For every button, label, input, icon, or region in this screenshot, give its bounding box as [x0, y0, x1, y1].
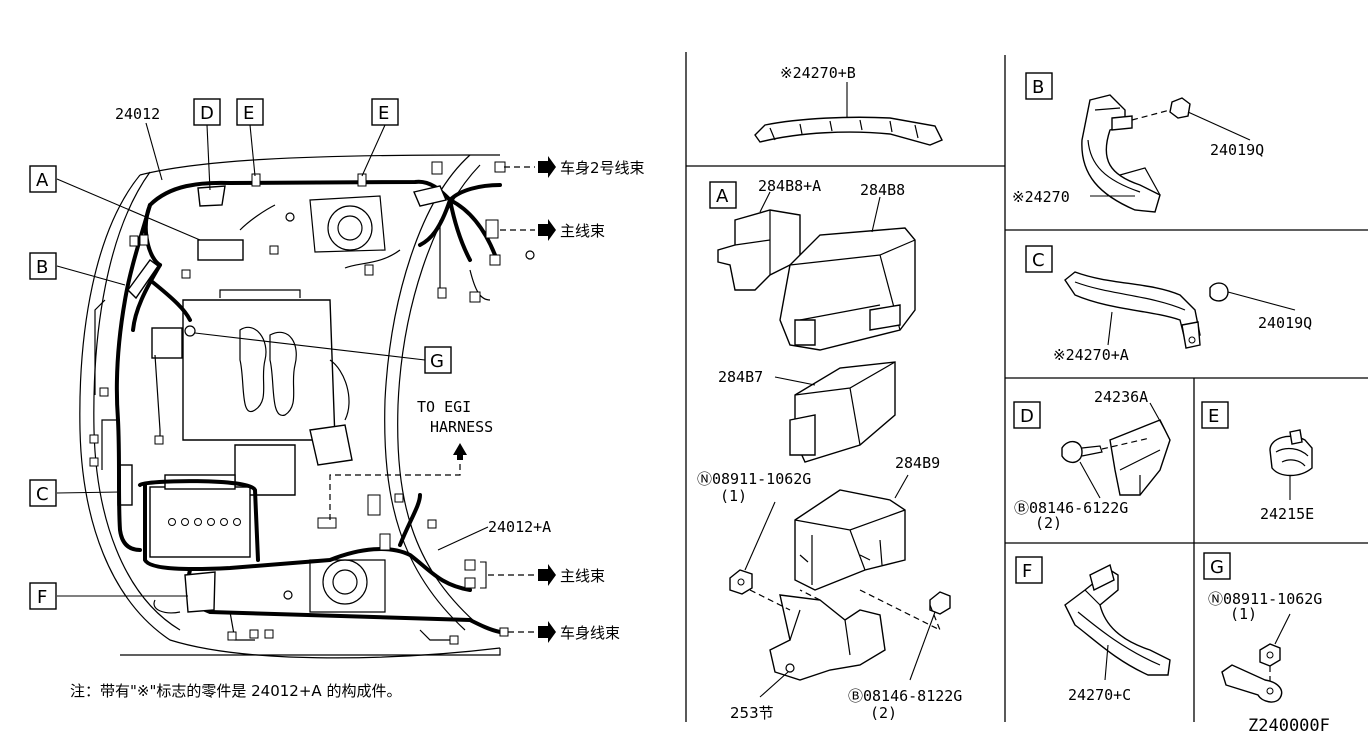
part-24270-label: ※24270 — [1012, 188, 1070, 206]
bolt-08146-8122g-label: Ⓑ08146-8122G — [848, 687, 962, 705]
arrow-right-icon — [538, 621, 556, 643]
callout-b[interactable]: B — [36, 257, 48, 278]
panel-e-box — [1201, 401, 1229, 429]
panel-c-box — [1025, 245, 1053, 273]
panel-c-letter: C — [1032, 250, 1045, 271]
part-284b9-label: 284B9 — [895, 454, 940, 472]
callout-e-2[interactable]: E — [378, 103, 389, 124]
main-leader-lines — [56, 122, 489, 597]
part-24012a-label: 24012+A — [488, 518, 551, 536]
part-24270c-label: 24270+C — [1068, 686, 1131, 704]
panel-d-parts-drawing — [1061, 402, 1171, 499]
panel-b-box — [1025, 72, 1053, 100]
bolt-08146-8122g-qty: (2) — [870, 704, 897, 722]
panel-b-parts-drawing — [1081, 94, 1251, 213]
callout-e-1[interactable]: E — [243, 103, 254, 124]
part-24215e-label: 24215E — [1260, 505, 1314, 523]
panel-c-parts-drawing — [1064, 271, 1296, 349]
part-24236a-label: 24236A — [1094, 388, 1148, 406]
panel-d-letter: D — [1020, 406, 1034, 427]
arrow-right-icon — [538, 564, 556, 586]
to-egi-label: TO EGI — [417, 398, 471, 416]
panel-f-letter: F — [1022, 561, 1032, 582]
callout-boxes — [29, 98, 452, 610]
panel-a-parts-drawing — [717, 191, 951, 698]
part-284b8a-label: 284B8+A — [758, 177, 821, 195]
main-harness-label-1: 主线束 — [560, 222, 605, 240]
main-harness-label-2: 主线束 — [560, 567, 605, 585]
panel-b-letter: B — [1032, 77, 1044, 98]
panel-a-box — [709, 181, 737, 209]
nut-08911-qty: (1) — [720, 487, 747, 505]
part-24019q-b-label: 24019Q — [1210, 141, 1264, 159]
nut-08911-label: Ⓝ08911-1062G — [697, 470, 811, 488]
part-284b8-label: 284B8 — [860, 181, 905, 199]
harness-wires — [89, 161, 535, 645]
nut-08911-g-qty: (1) — [1230, 605, 1257, 623]
arrow-right-icon — [538, 219, 556, 241]
panel-d-box — [1013, 401, 1041, 429]
body-harness-label: 车身线束 — [560, 624, 620, 642]
callout-d[interactable]: D — [200, 103, 214, 124]
callout-c[interactable]: C — [36, 484, 49, 505]
callout-f[interactable]: F — [37, 587, 47, 608]
panel-g-box — [1203, 552, 1231, 580]
part-284b7-label: 284B7 — [718, 368, 763, 386]
part-24019q-c-label: 24019Q — [1258, 314, 1312, 332]
arrow-right-icon — [538, 156, 556, 178]
egi-up-arrow-icon — [453, 443, 467, 460]
harness-label: HARNESS — [430, 418, 493, 436]
panel-f-box — [1015, 556, 1043, 584]
panel-a-letter: A — [716, 186, 729, 207]
part-24012-label: 24012 — [115, 105, 160, 123]
bolt-08146-6122g-label: Ⓑ08146-6122G — [1014, 499, 1128, 517]
part-253-label: 253节 — [730, 704, 774, 722]
egi-dashed-route — [329, 455, 461, 520]
callout-g[interactable]: G — [430, 351, 444, 372]
callout-a[interactable]: A — [36, 170, 49, 191]
bolt-08146-6122g-qty: (2) — [1035, 514, 1062, 532]
footnote: 注：带有"※"标志的零件是 24012+A 的构成件。 — [70, 682, 401, 700]
panel-g-letter: G — [1210, 557, 1224, 578]
panel-f-parts-drawing — [1064, 563, 1171, 681]
part-24270a-label: ※24270+A — [1053, 346, 1129, 364]
harness-arrow-lines — [488, 156, 556, 643]
panel-dividers — [685, 52, 1368, 722]
nut-08911-g-label: Ⓝ08911-1062G — [1208, 590, 1322, 608]
panel-e-parts-drawing — [1269, 429, 1313, 500]
panel-e-letter: E — [1208, 406, 1219, 427]
body2-harness-label: 车身2号线束 — [560, 159, 645, 177]
diagram-code: Z240000F — [1248, 716, 1330, 736]
part-24270b-label: ※24270+B — [780, 64, 856, 82]
panel-g-parts-drawing — [1221, 613, 1291, 703]
bracket-24270b-drawing — [754, 82, 943, 146]
